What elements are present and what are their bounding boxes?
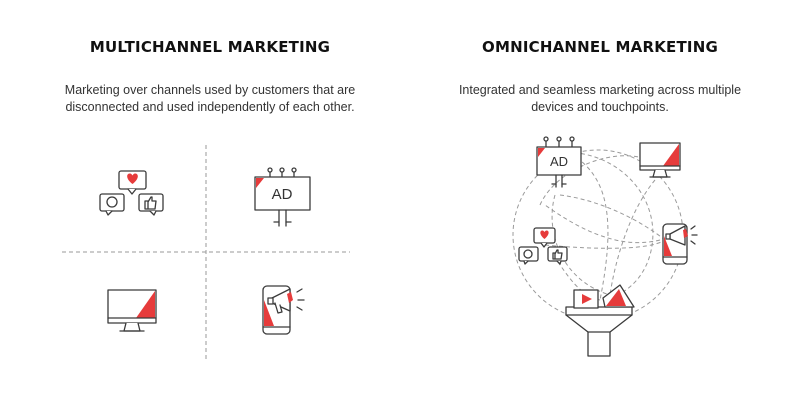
omnichannel-description: Integrated and seamless marketing across… [420,82,780,116]
monitor-icon [107,289,157,332]
omnichannel-description-line2: devices and touchpoints. [531,100,669,114]
multichannel-title: MULTICHANNEL MARKETING [89,38,331,56]
omnichannel-description-line1: Integrated and seamless marketing across… [458,83,742,97]
quadrant-divider [62,145,350,360]
omni-monitor-icon [639,142,681,178]
media-image-icon [602,284,635,308]
multichannel-description: Marketing over channels used by customer… [30,82,390,116]
omnichannel-title: OMNICHANNEL MARKETING [482,38,718,56]
omni-billboard-ad-text: AD [550,154,568,169]
omni-social-media-icon [518,227,568,265]
omni-billboard-icon: AD [536,136,582,188]
multichannel-description-line2: disconnected and used independently of e… [65,100,355,114]
billboard-icon: AD [254,167,311,227]
social-media-icon [99,170,164,216]
multichannel-description-line1: Marketing over channels used by customer… [64,83,356,97]
billboard-ad-text: AD [272,186,293,203]
mobile-megaphone-icon [262,285,305,335]
omni-mobile-megaphone-icon [662,223,698,265]
funnel-icon [565,306,633,357]
media-play-icon [573,289,599,309]
